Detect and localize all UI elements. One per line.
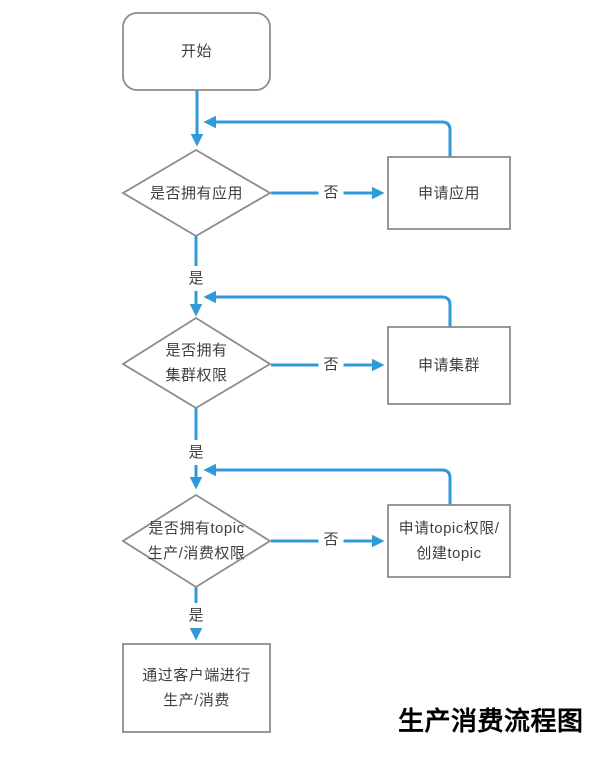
decision-app-shape [121, 148, 272, 238]
edge-apply-topic-return [203, 463, 452, 505]
apply-app-label: 申请应用 [417, 184, 480, 202]
edge-label-no-topic: 否 [318, 530, 344, 550]
apply-topic-shape [387, 504, 511, 578]
decision-cluster-shape [121, 316, 272, 410]
apply-cluster-shape [387, 326, 511, 405]
decision-cluster-label: 是否拥有 集群权限 [165, 342, 228, 384]
edge-label-no-cluster: 否 [318, 355, 344, 375]
edge-label-yes-topic: 是 [183, 606, 209, 626]
apply-topic-label: 申请topic权限/ 创建topic [398, 520, 500, 562]
diagram-title: 生产消费流程图 [398, 706, 584, 736]
start-node-label: 开始 [180, 43, 212, 60]
end-node-shape [122, 643, 271, 733]
edge-label-no-app: 否 [318, 183, 344, 203]
edge-apply-cluster-return [203, 290, 452, 327]
apply-cluster-label: 申请集群 [417, 357, 480, 374]
edge-label-yes-app: 是 [183, 269, 209, 289]
edge-label-yes-cluster: 是 [183, 443, 209, 463]
edge-apply-app-return [203, 115, 452, 157]
decision-topic-shape [121, 493, 272, 589]
end-node-label: 通过客户端进行 生产/消费 [142, 667, 251, 709]
decision-topic-label: 是否拥有topic 生产/消费权限 [147, 520, 246, 562]
start-node-shape [122, 12, 271, 91]
apply-app-shape [387, 156, 511, 230]
decision-app-label: 是否拥有应用 [149, 184, 243, 202]
